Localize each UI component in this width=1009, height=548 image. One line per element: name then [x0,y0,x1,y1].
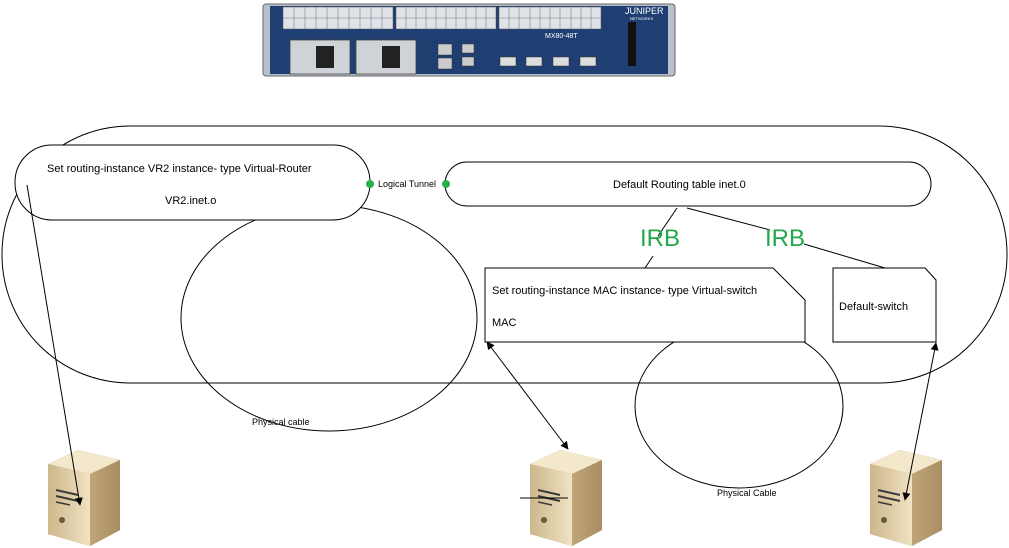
irb-links: IRB IRB [640,207,886,269]
juniper-logo-sub: NETWORKS [630,16,653,21]
irb-link-left-top [657,207,678,237]
power-supply-left [289,39,351,75]
sfp-ports [499,56,597,67]
physical-cable-label-left: Physical cable [252,417,310,427]
default-switch-label: Default-switch [839,301,908,313]
vr2-title: Set routing-instance VR2 instance- type … [47,163,312,175]
device-model-label: MX80-48T [545,33,578,40]
router-chassis: JUNIPER NETWORKS MX80-48T [262,3,676,77]
management-ports [437,43,475,70]
tunnel-endpoint-right [442,180,450,188]
mac-name: MAC [492,317,517,329]
default-routing-table: Default Routing table inet.0 [444,161,932,207]
irb-label-right: IRB [765,225,805,252]
irb-link-left-bottom [644,255,654,269]
physical-cable-loop-left [180,204,478,432]
server-left [47,449,121,547]
irb-link-right-top [686,207,771,231]
vr2-to-server-left-link [26,184,83,506]
server-right [869,449,943,547]
physical-cable-loop-right [634,323,844,489]
logical-tunnel-label: Logical Tunnel [378,179,436,189]
compact-flash-slot [628,22,636,66]
mac-virtual-switch: Set routing-instance MAC instance- type … [484,267,806,343]
default-switch-to-server-right-link [902,342,939,501]
default-switch: Default-switch [832,267,937,343]
tunnel-endpoint-left [366,180,374,188]
juniper-logo: JUNIPER [625,6,664,16]
logical-tunnel: Logical Tunnel [366,179,450,189]
irb-link-right-bottom [803,243,886,269]
mac-to-server-middle-link [486,341,569,450]
ethernet-port-block [282,6,602,30]
vr2-routing-instance: Set routing-instance VR2 instance- type … [14,144,371,221]
physical-cable-label-right: Physical Cable [717,488,777,498]
power-supply-right [355,39,417,75]
mac-title: Set routing-instance MAC instance- type … [492,285,757,297]
default-table-label: Default Routing table inet.0 [613,179,746,191]
irb-label-left: IRB [640,225,680,252]
vr2-table-name: VR2.inet.o [165,195,216,207]
